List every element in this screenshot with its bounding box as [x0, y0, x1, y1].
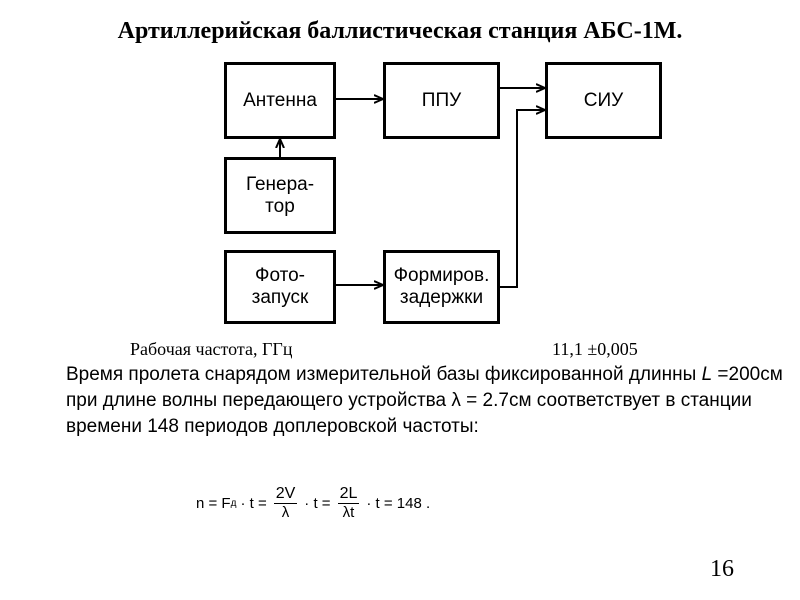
block-delay-former: Формиров. задержки — [383, 250, 500, 324]
page-number: 16 — [710, 556, 734, 582]
formula-lhs: n = F — [196, 494, 231, 512]
paragraph-var-L: L — [701, 364, 713, 385]
block-antenna: Антенна — [224, 62, 336, 139]
formula-t1: · t = — [240, 494, 267, 512]
block-delay-former-label: Формиров. задержки — [393, 265, 490, 308]
block-generator: Генера- тор — [224, 157, 336, 234]
formula-frac2-den: λt — [342, 504, 355, 521]
slide-title: Артиллерийская баллистическая станция АБ… — [117, 18, 683, 44]
block-siu-label: СИУ — [583, 89, 624, 111]
cut-text-value: 11,1 ±0,005 — [552, 339, 638, 359]
formula-lhs-sub: д — [230, 497, 237, 509]
description-paragraph: Время пролета снарядом измерительной баз… — [66, 362, 796, 440]
block-ppu-label: ППУ — [421, 89, 462, 111]
block-photo-launch: Фото- запуск — [224, 250, 336, 324]
block-ppu: ППУ — [383, 62, 500, 139]
cut-text-label: Рабочая частота, ГГц — [130, 339, 293, 359]
formula-frac1-den: λ — [281, 504, 290, 521]
paragraph-part2: =200см при длине волны передающего устро… — [66, 364, 783, 437]
formula-frac1: 2V λ — [273, 485, 298, 521]
block-generator-label: Генера- тор — [245, 173, 315, 217]
formula-frac2-num: 2L — [337, 485, 360, 504]
formula-frac2: 2L λt — [337, 485, 360, 521]
arrow-delay-to-siu — [500, 110, 545, 288]
block-antenna-label: Антенна — [243, 89, 317, 111]
paragraph-part1: Время пролета снарядом измерительной баз… — [66, 364, 702, 385]
formula-t2: · t = — [304, 494, 331, 512]
formula-frac1-num: 2V — [273, 485, 298, 504]
block-photo-launch-label: Фото- запуск — [251, 265, 309, 308]
formula-rhs: · t = 148 . — [366, 494, 431, 512]
block-siu: СИУ — [545, 62, 662, 139]
